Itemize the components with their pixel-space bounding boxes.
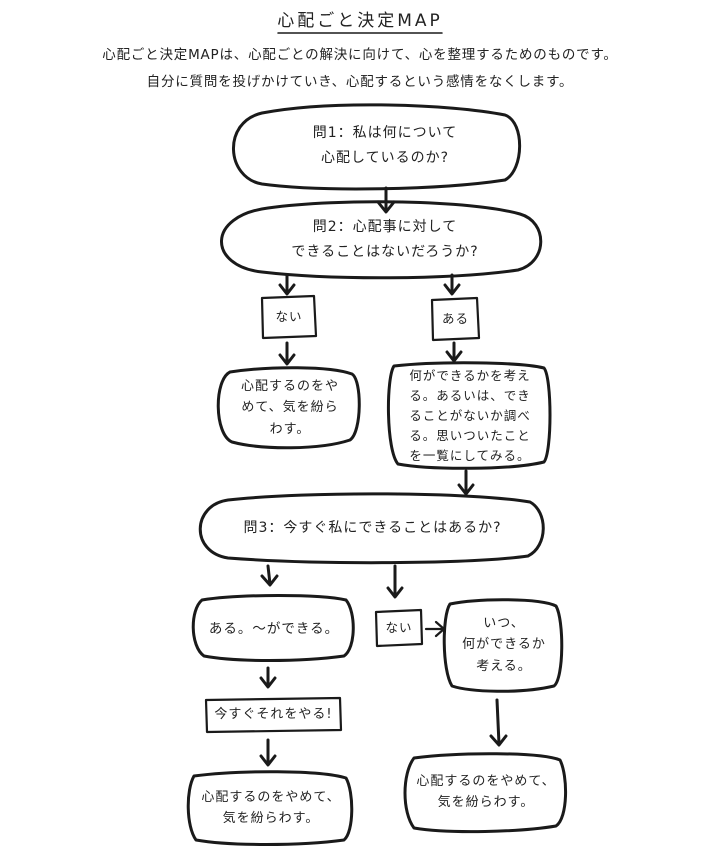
q3-bubble — [198, 492, 545, 565]
arrow-q1-q2 — [376, 186, 396, 214]
when-text: いつ、 何ができるか 考える。 — [462, 615, 546, 674]
list-box-text: 何ができるかを考え る。あるいは、でき ることがないか調べ る。思いついたこと … — [409, 368, 531, 463]
stop-worry-2-text: 心配するのをやめて、 気を紛らわす。 — [201, 789, 341, 826]
do-now-text: 今すぐそれをやる! — [214, 706, 333, 722]
arrow-to-stop-worry-1 — [278, 341, 296, 366]
q2-yes-rect — [430, 296, 481, 342]
q2-no-label: ない — [275, 309, 303, 325]
arrow-to-do-now — [259, 666, 277, 689]
stop-worry-2-box — [186, 770, 354, 846]
arrow-to-list-box — [445, 341, 463, 363]
q2-line-2: できることはないだろうか? — [291, 244, 479, 260]
stop-worry-1-text: 心配するのをや めて、気を紛ら わす。 — [240, 378, 339, 437]
q3-text: 問3：今すぐ私にできることはあるか? — [243, 520, 502, 537]
arrow-q3-yes — [260, 564, 279, 587]
arrow-q3-no — [386, 564, 404, 599]
q3-yes-box — [191, 594, 355, 662]
do-now-rect — [204, 696, 343, 734]
when-box — [442, 598, 564, 693]
q3-yes-text: ある。～ができる。 — [208, 620, 340, 637]
q2-bubble — [220, 200, 543, 280]
arrow-list-q3 — [457, 469, 475, 496]
q1-line-1: 問1：私は何について — [312, 125, 458, 141]
q2-yes-label: ある — [441, 311, 469, 327]
q1-line-2: 心配しているのか? — [320, 150, 449, 166]
arrow-no-to-when — [424, 620, 446, 638]
arrow-q2-yes — [443, 273, 461, 296]
arrow-to-stop-worry-3 — [489, 698, 508, 747]
q3-no-rect — [374, 608, 424, 648]
stop-worry-3-box — [403, 752, 568, 834]
list-box — [386, 361, 552, 470]
q2-line-1: 問2：心配事に対して — [312, 219, 458, 235]
q2-no-rect — [260, 294, 318, 340]
q1-bubble — [232, 103, 522, 191]
arrow-q2-no — [278, 273, 296, 296]
page-title: 心配ごと決定MAP — [277, 11, 443, 31]
intro-line-1: 心配ごと決定MAPは、心配ごとの解決に向けて、心を整理するためのものです。 — [102, 47, 618, 63]
intro-line-2: 自分に質問を投げかけていき、心配するという感情をなくします。 — [146, 74, 574, 90]
arrow-to-stop-worry-2 — [259, 738, 277, 767]
stop-worry-3-text: 心配するのをやめて、 気を紛らわす。 — [416, 773, 556, 810]
stop-worry-1-box — [216, 366, 361, 450]
q3-no-label: ない — [385, 620, 413, 636]
